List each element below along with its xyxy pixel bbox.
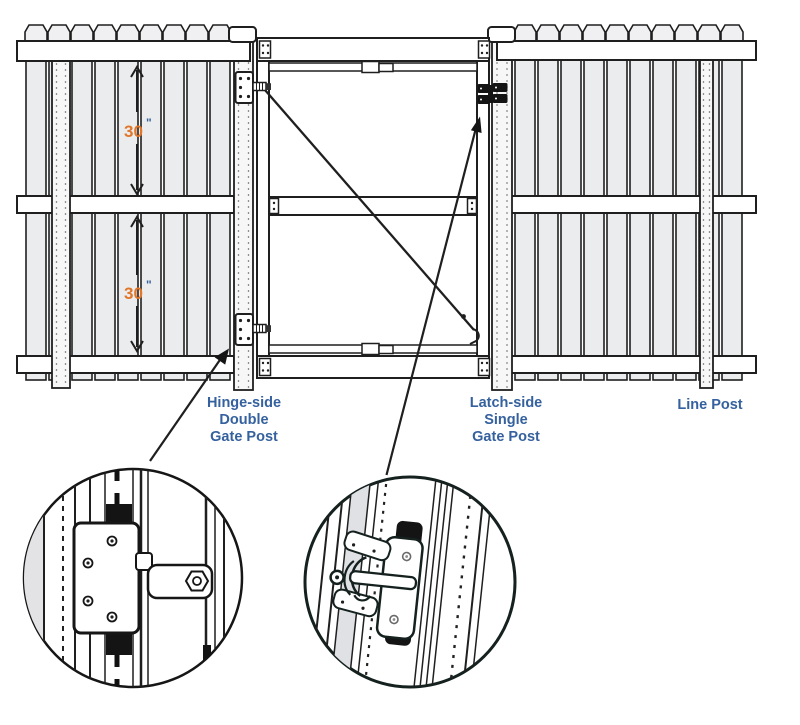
latch-post-label: Latch-side Single Gate Post xyxy=(470,395,543,445)
gate-frame xyxy=(256,37,491,379)
hinge-detail-plate xyxy=(72,521,141,635)
dimension-unit-top: " xyxy=(146,116,152,130)
dimension-label-top: 30 xyxy=(124,122,143,141)
gate-top-member xyxy=(256,37,490,62)
diagonal-brace xyxy=(264,89,480,345)
hinge-post-cap xyxy=(228,26,257,43)
line-post-label: Line Post xyxy=(677,397,742,413)
hinge-leader-arrow xyxy=(149,348,229,462)
dimension-label-bottom: 30 xyxy=(124,284,143,303)
top-rail-bracket-tab xyxy=(378,62,394,73)
hinge-detail-arm xyxy=(135,552,214,600)
latch-leader-arrow xyxy=(385,116,482,476)
svg-text:Gate Post: Gate Post xyxy=(210,429,278,445)
right-top-rail xyxy=(496,40,757,61)
line-post-right xyxy=(699,59,714,389)
left-top-rail xyxy=(16,40,251,62)
right-fence-section xyxy=(487,24,757,391)
top-rail-bracket xyxy=(361,60,380,74)
right-bottom-rail xyxy=(496,355,757,374)
svg-text:Single: Single xyxy=(484,412,528,428)
latch-post-cap xyxy=(487,26,516,43)
gate-corner-brackets xyxy=(258,40,491,377)
svg-text:Latch-side: Latch-side xyxy=(470,395,543,411)
hinge-post-label: Hinge-side Double Gate Post xyxy=(207,395,281,445)
left-bottom-rail xyxy=(16,355,235,374)
left-fence-section xyxy=(16,24,257,391)
gate-latch xyxy=(477,83,508,104)
gate-bottom-member xyxy=(256,355,490,379)
svg-text:Double: Double xyxy=(219,412,268,428)
line-post-left xyxy=(51,59,71,389)
right-middle-rail xyxy=(496,195,757,214)
dimension-unit-bottom: " xyxy=(146,278,152,292)
left-middle-rail xyxy=(16,195,235,214)
dimension-arrow-bottom: 30 " xyxy=(124,215,152,353)
svg-text:Gate Post: Gate Post xyxy=(472,429,540,445)
bottom-rail-bracket xyxy=(361,342,380,356)
bottom-rail-bracket-tab xyxy=(378,344,394,355)
svg-text:Hinge-side: Hinge-side xyxy=(207,395,281,411)
latch-detail-mechanism xyxy=(329,530,418,618)
dimension-arrow-top: 30 " xyxy=(124,65,152,196)
